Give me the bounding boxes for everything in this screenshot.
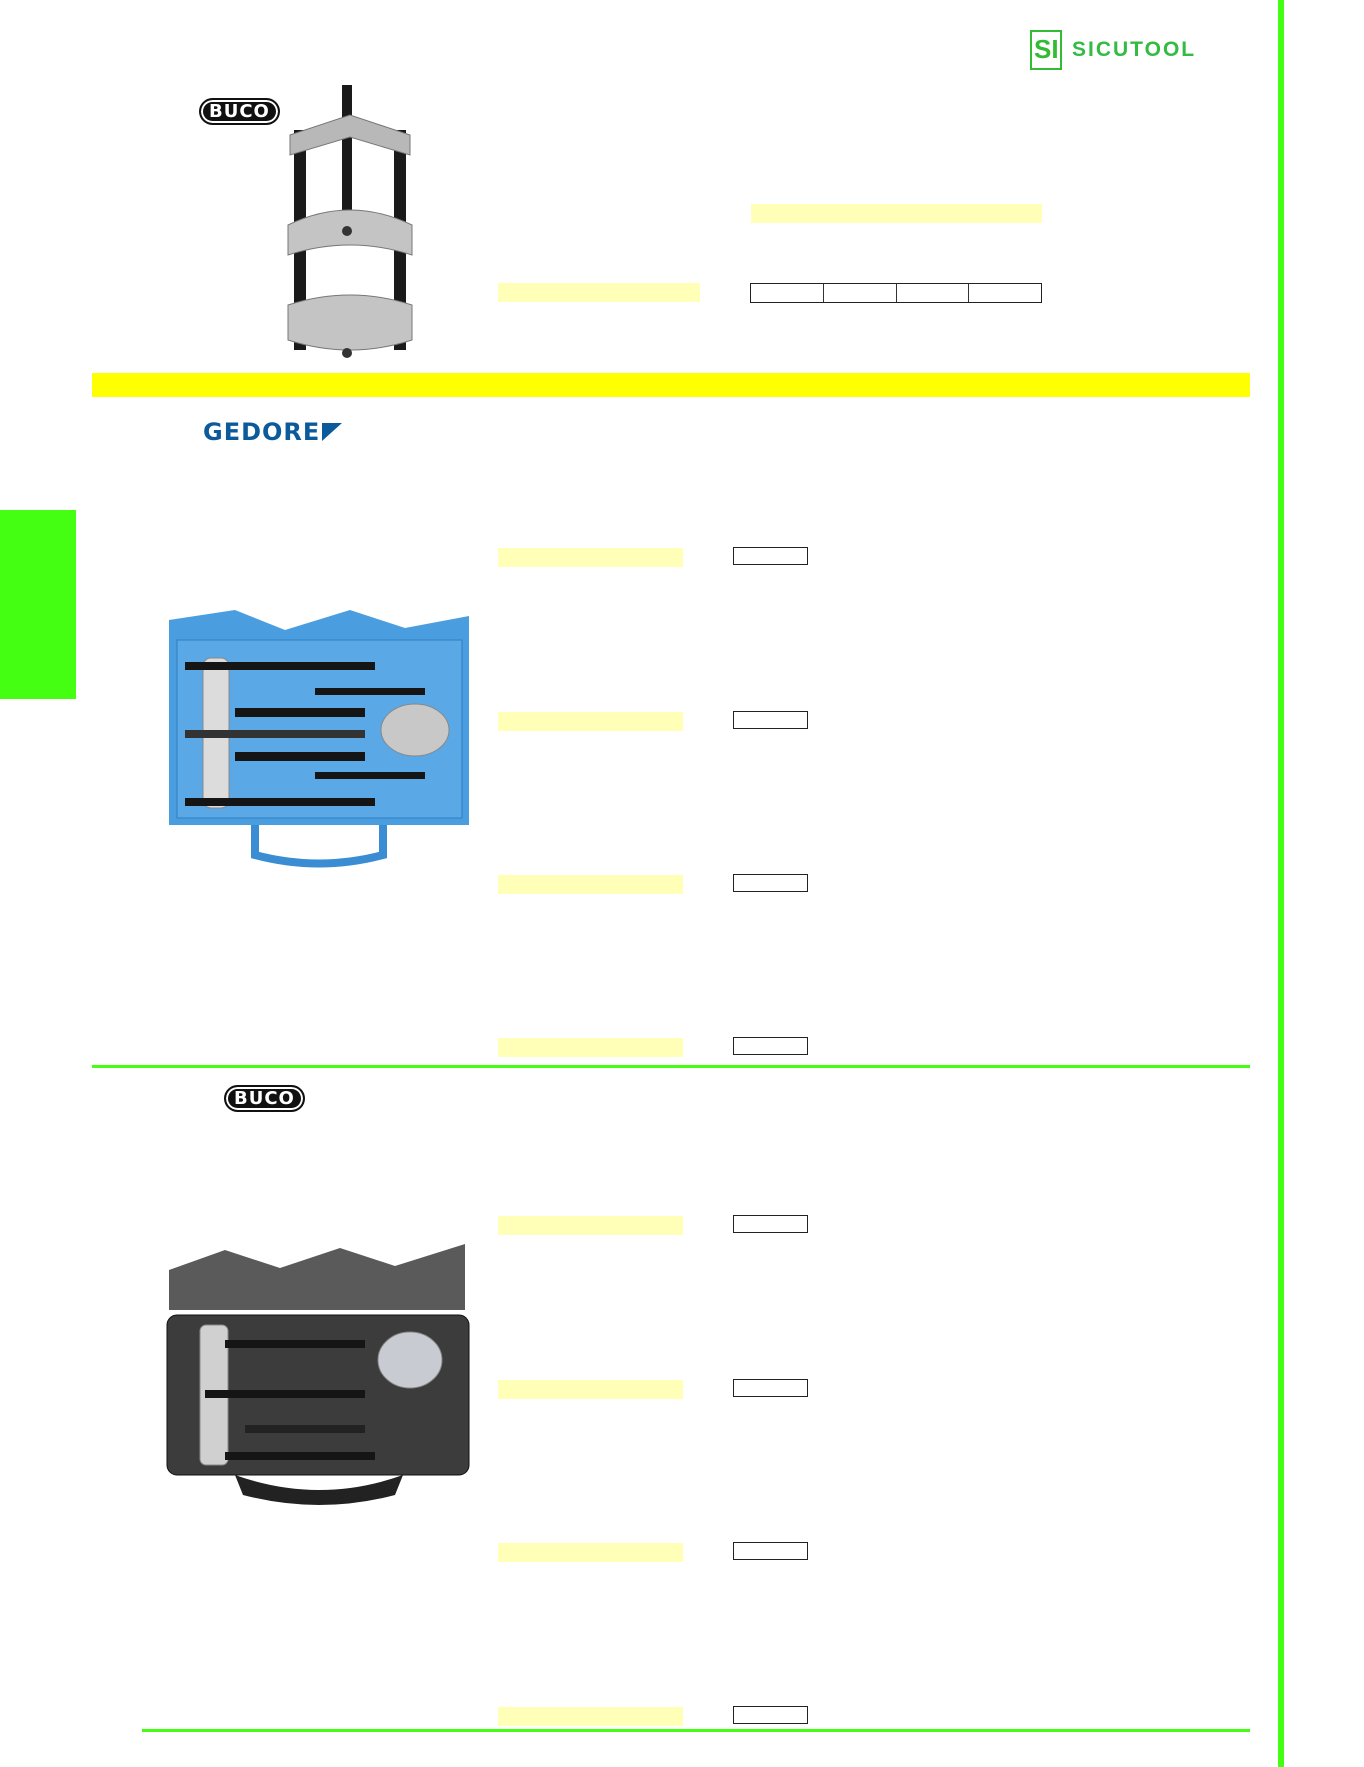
spec-header-field — [751, 204, 1042, 223]
spec-label-field — [498, 712, 683, 731]
section-divider — [92, 1065, 1250, 1068]
spec-label-field — [498, 548, 683, 567]
spec-value-box — [733, 1379, 808, 1397]
section-highlight-band — [92, 373, 1250, 397]
spec-value-box — [733, 547, 808, 565]
spec-cell — [824, 284, 897, 302]
buco-puller-set-image — [166, 1244, 470, 1505]
sicutool-mark-icon: SI — [1030, 30, 1062, 70]
spec-value-table — [750, 283, 1042, 303]
chapter-side-tab — [0, 510, 76, 699]
page-edge-accent-line — [1278, 0, 1284, 1767]
spec-label-field — [498, 1707, 683, 1726]
gedore-arrow-icon — [322, 423, 343, 441]
buco-logo: BUCO — [224, 1085, 305, 1112]
separator-puller-image — [287, 85, 413, 358]
gedore-logo: GEDORE — [203, 418, 343, 446]
spec-value-box — [733, 874, 808, 892]
gedore-puller-set-image — [169, 610, 469, 868]
spec-value-box — [733, 1542, 808, 1560]
spec-cell — [969, 284, 1041, 302]
spec-label-field — [498, 1380, 683, 1399]
buco-logo: BUCO — [199, 98, 280, 125]
sicutool-wordmark: SICUTOOL — [1072, 38, 1197, 61]
spec-label-field — [498, 1038, 683, 1057]
sicutool-logo: SI SICUTOOL — [1030, 30, 1196, 70]
gedore-wordmark: GEDORE — [203, 418, 321, 446]
spec-cell — [751, 284, 824, 302]
spec-label-field — [498, 1543, 683, 1562]
spec-value-box — [733, 1706, 808, 1724]
spec-value-box — [733, 1037, 808, 1055]
spec-value-box — [733, 1215, 808, 1233]
spec-value-box — [733, 711, 808, 729]
section-divider — [142, 1729, 1250, 1732]
spec-label-field — [498, 283, 700, 302]
spec-label-field — [498, 875, 683, 894]
spec-label-field — [498, 1216, 683, 1235]
spec-cell — [897, 284, 970, 302]
